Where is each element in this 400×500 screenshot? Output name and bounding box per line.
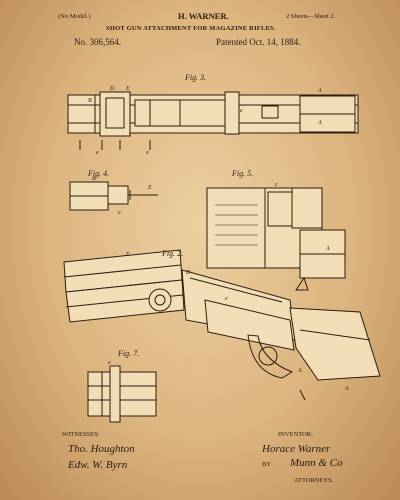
- fig5-label: Fig. 5.: [231, 169, 253, 178]
- figure-3-drawing: B D E e A A e x: [67, 86, 359, 156]
- figure-5-drawing: c A: [206, 182, 346, 279]
- inventor-signature: Horace Warner: [262, 443, 331, 455]
- fig7-label: Fig. 7.: [117, 349, 139, 358]
- by-label: BY: [262, 461, 272, 468]
- svg-text:B: B: [92, 176, 96, 182]
- svg-text:B: B: [88, 98, 92, 104]
- patent-number: No. 306,564.: [74, 37, 121, 47]
- patent-date: Patented Oct. 14, 1884.: [216, 37, 301, 47]
- figure-7-drawing: e: [87, 360, 157, 423]
- svg-text:A: A: [297, 368, 302, 374]
- svg-text:D: D: [109, 86, 115, 92]
- svg-text:A: A: [344, 386, 349, 392]
- fig2-label: Fig. 2.: [161, 249, 183, 258]
- svg-text:E: E: [125, 252, 130, 258]
- svg-text:A: A: [317, 88, 322, 94]
- sheets-note: 2 Sheets—Sheet 2.: [286, 13, 336, 20]
- model-note: (No Model.): [58, 13, 91, 20]
- svg-text:D: D: [185, 270, 191, 276]
- attorney-signature: Munn & Co: [290, 457, 343, 469]
- figure-4-drawing: B E e: [69, 176, 158, 216]
- inventor-heading: H. WARNER.: [178, 11, 229, 21]
- svg-text:A: A: [325, 246, 330, 252]
- svg-text:c: c: [275, 182, 278, 188]
- witness-signature-1: Tho. Houghton: [68, 443, 135, 455]
- inventor-label: INVENTOR:: [278, 431, 313, 438]
- svg-text:e: e: [240, 108, 243, 114]
- witness-signature-2: Edw. W. Byrn: [68, 459, 128, 471]
- svg-text:E: E: [147, 185, 152, 191]
- attorneys-label: ATTORNEYS.: [294, 477, 334, 484]
- fig3-label: Fig. 3.: [184, 73, 206, 82]
- svg-text:A: A: [317, 120, 322, 126]
- witnesses-label: WITNESSES:: [62, 431, 100, 438]
- svg-text:e: e: [96, 150, 99, 156]
- svg-text:x: x: [145, 150, 149, 156]
- svg-text:e: e: [225, 296, 228, 302]
- svg-text:e: e: [118, 210, 121, 216]
- svg-text:e: e: [108, 360, 111, 366]
- fig4-label: Fig. 4.: [87, 169, 109, 178]
- figure-2-drawing: E D e A A: [63, 249, 381, 401]
- svg-text:E: E: [125, 86, 130, 92]
- patent-title: SHOT GUN ATTACHMENT FOR MAGAZINE RIFLES.: [106, 25, 276, 32]
